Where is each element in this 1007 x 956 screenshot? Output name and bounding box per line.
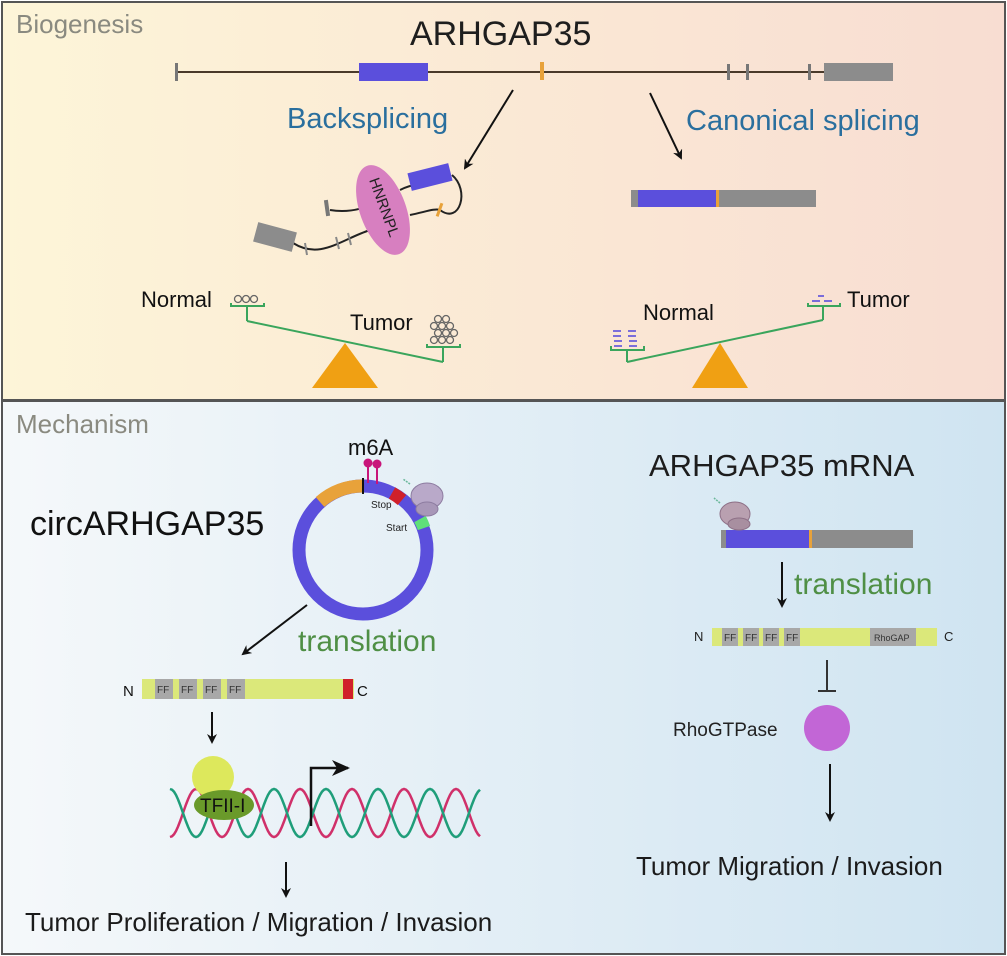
ribosome-icon: [402, 478, 444, 517]
mrna-title: ARHGAP35 mRNA: [649, 448, 915, 483]
rhogtpase-label: RhoGTPase: [673, 720, 778, 741]
backsplicing-arrow: [463, 89, 514, 170]
right-fulcrum: [692, 343, 748, 388]
circ-protein-blob: [192, 756, 234, 798]
circ-title: circARHGAP35: [30, 505, 264, 543]
start-label: Start: [386, 523, 407, 534]
gene-title: ARHGAP35: [410, 15, 591, 53]
backsplicing-complex: HNRNPL: [253, 163, 463, 256]
circ-protein-n: N: [123, 683, 134, 700]
circrna-ring: Stop Start: [292, 458, 444, 621]
rhogap-label: RhoGAP: [874, 633, 910, 643]
left-tumor-label: Tumor: [350, 310, 413, 335]
ff-label: FF: [745, 633, 757, 644]
exon-blue: [359, 63, 428, 81]
ff-label: FF: [765, 633, 777, 644]
circrna-balance: Normal Tumor: [141, 287, 461, 388]
ff-domain: [179, 679, 197, 699]
tfii-i-label: TFII-I: [200, 796, 245, 817]
stop-codon: [388, 487, 407, 506]
backsplicing-label: Backsplicing: [287, 103, 448, 135]
rhogap-domain: [870, 628, 916, 646]
left-normal-label: Normal: [141, 287, 212, 312]
start-codon: [414, 515, 431, 531]
ff-domain: [227, 679, 245, 699]
ff-domain: [155, 679, 173, 699]
ff-domain: [763, 628, 779, 646]
ff-label: FF: [205, 685, 217, 696]
tfii-i-protein: [194, 790, 254, 820]
canonical-splicing-label: Canonical splicing: [686, 105, 920, 137]
exon-small-3: [808, 64, 811, 80]
exon-small-2: [746, 64, 749, 80]
ff-label: FF: [786, 633, 798, 644]
exon-orange: [540, 62, 544, 80]
stop-label: Stop: [371, 500, 392, 511]
m6a-mark-2: [372, 459, 382, 469]
mrna-translation-label: translation: [794, 568, 932, 601]
ff-label: FF: [157, 685, 169, 696]
gene-structure: [175, 62, 893, 81]
right-normal-label: Normal: [643, 300, 714, 325]
hnrnpl-protein: [356, 165, 410, 255]
left-fulcrum: [312, 343, 378, 388]
circ-translation-label: translation: [298, 625, 436, 658]
mrna-structure: [713, 497, 913, 548]
mrna-protein: N FF FF FF FF RhoGAP C: [694, 628, 953, 646]
circ-protein-c: C: [357, 683, 368, 700]
exon-first: [175, 63, 178, 81]
m6a-label: m6A: [348, 435, 394, 460]
exon-small-1: [727, 64, 730, 80]
circ-outcome: Tumor Proliferation / Migration / Invasi…: [25, 907, 492, 937]
canonical-mrna: [631, 190, 816, 207]
canonical-arrow: [649, 92, 683, 160]
mechanism-section-label: Mechanism: [16, 409, 149, 439]
inhibition-bar: [818, 660, 836, 692]
mrna-balance: Normal Tumor: [610, 287, 910, 388]
exon-last-gray: [824, 63, 893, 81]
rhogtpase-circle: [804, 705, 850, 751]
right-tumor-label: Tumor: [847, 287, 910, 312]
ff-domain: [784, 628, 800, 646]
biogenesis-panel: Biogenesis ARHGAP35 Backsplicing Canonic…: [1, 1, 1006, 401]
ff-label: FF: [181, 685, 193, 696]
ff-domain: [743, 628, 759, 646]
circ-translation-arrow: [241, 604, 308, 656]
circ-exon-blue: [407, 163, 453, 191]
circ-protein: N FF FF FF FF C: [123, 679, 368, 700]
mechanism-panel: Mechanism circARHGAP35 m6A Stop Start: [1, 400, 1006, 955]
biogenesis-section-label: Biogenesis: [16, 9, 143, 39]
transcription-start-arrow: [309, 760, 350, 826]
mrna-outcome: Tumor Migration / Invasion: [636, 851, 943, 881]
ff-label: FF: [229, 685, 241, 696]
ff-domain: [722, 628, 738, 646]
ff-domain: [203, 679, 221, 699]
mrna-protein-n: N: [694, 629, 703, 644]
m6a-mark-1: [363, 458, 373, 468]
mrna-protein-c: C: [944, 629, 953, 644]
circ-exon-gray: [253, 222, 297, 252]
ribosome-icon: [713, 497, 751, 531]
ff-label: FF: [724, 633, 736, 644]
